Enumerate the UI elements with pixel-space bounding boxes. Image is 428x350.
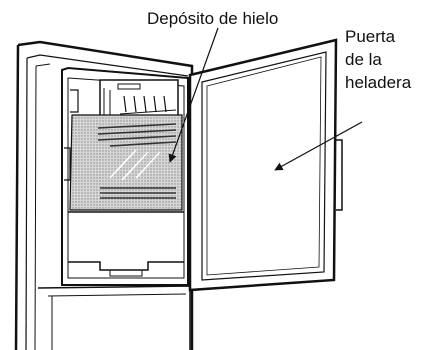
door-label-line-3: heladera	[345, 73, 412, 92]
ice-bin-leader	[168, 27, 219, 163]
door-label: Puerta de la heladera	[345, 25, 411, 94]
ice-bin-label: Depósito de hielo	[147, 9, 279, 28]
ice-bin	[69, 114, 183, 211]
door-label-line-1: Puerta	[345, 27, 396, 46]
door-leader	[274, 121, 363, 171]
refrigerator-door	[188, 38, 343, 292]
lower-compartment	[37, 285, 191, 350]
door-label-line-2: de la	[345, 50, 382, 69]
